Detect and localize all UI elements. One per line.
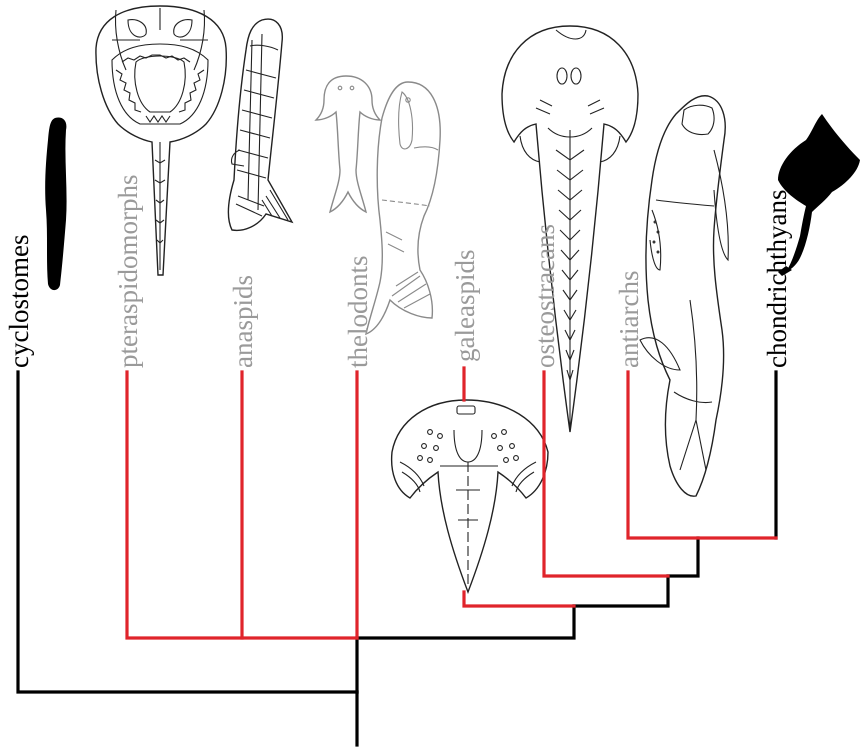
lamprey-silhouette-icon [45,117,67,291]
antiarch-fossil-icon [639,95,729,497]
label-cyclostomes: cyclostomes [4,235,34,368]
branch-node-1 [355,604,576,694]
label-pteraspidomorphs: pteraspidomorphs [113,175,143,368]
branch-stem-group-a [125,370,359,640]
label-osteostracans: osteostracans [530,224,560,368]
label-antiarchs: antiarchs [614,271,644,368]
taxon-labels: cyclostomes pteraspidomorphs anaspids th… [4,175,792,368]
pteraspid-fossil-icon [95,5,228,276]
thelodont-fossil-icon [314,75,382,214]
galeaspid-fossil-icon [390,399,549,594]
branch-node-2 [572,574,670,608]
osteostracan-fossil-icon [501,25,639,433]
label-thelodonts: thelodonts [343,256,373,369]
label-anaspids: anaspids [228,275,258,368]
branch-antiarchs [626,370,778,540]
branch-galeaspids [462,366,576,608]
label-galeaspids: galeaspids [450,250,480,362]
ray-silhouette-icon [778,114,860,276]
branch-node-3 [666,536,700,578]
thelodont-lateral-icon [365,81,441,336]
label-chondrichthyans: chondrichthyans [762,190,792,368]
branch-cyclostomes [16,370,359,694]
tree-branches [16,366,778,747]
branch-osteostracans [542,370,670,578]
anaspid-fossil-icon [227,18,294,232]
